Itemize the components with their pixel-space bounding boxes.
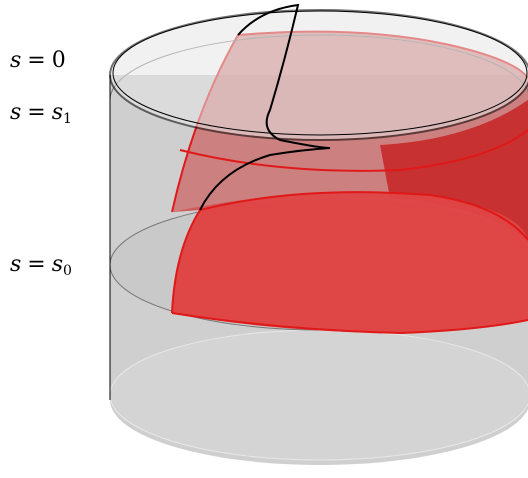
label-s0-eq: = [27,252,46,277]
label-s-equals-0: s=0 [10,48,66,74]
top-disc-inner-ring [112,10,528,136]
red-curve-s0-front [171,312,528,335]
red-surface-right [380,100,528,240]
label-s1-sub: 1 [63,111,72,127]
label-s0-sub: 0 [63,263,72,279]
trajectory-curve [199,3,331,211]
label-s0-var: s [10,252,22,277]
red-curve-s0-back [199,191,528,241]
red-curve-lower-left [171,209,201,314]
label-s-equals-s1: s=s1 [10,100,72,132]
label-top-value: 0 [51,48,66,73]
red-curve-s1-front [179,129,528,172]
label-s1-var: s [10,100,22,125]
cylinder-bottom-ellipse [109,329,528,461]
red-disc-s0 [172,192,528,333]
label-top-var: s [10,48,22,73]
label-top-eq: = [27,48,46,73]
label-s0-value: s [51,252,64,277]
label-s1-value: s [51,100,64,125]
label-s1-eq: = [27,100,46,125]
label-s-equals-s0: s=s0 [10,252,72,284]
